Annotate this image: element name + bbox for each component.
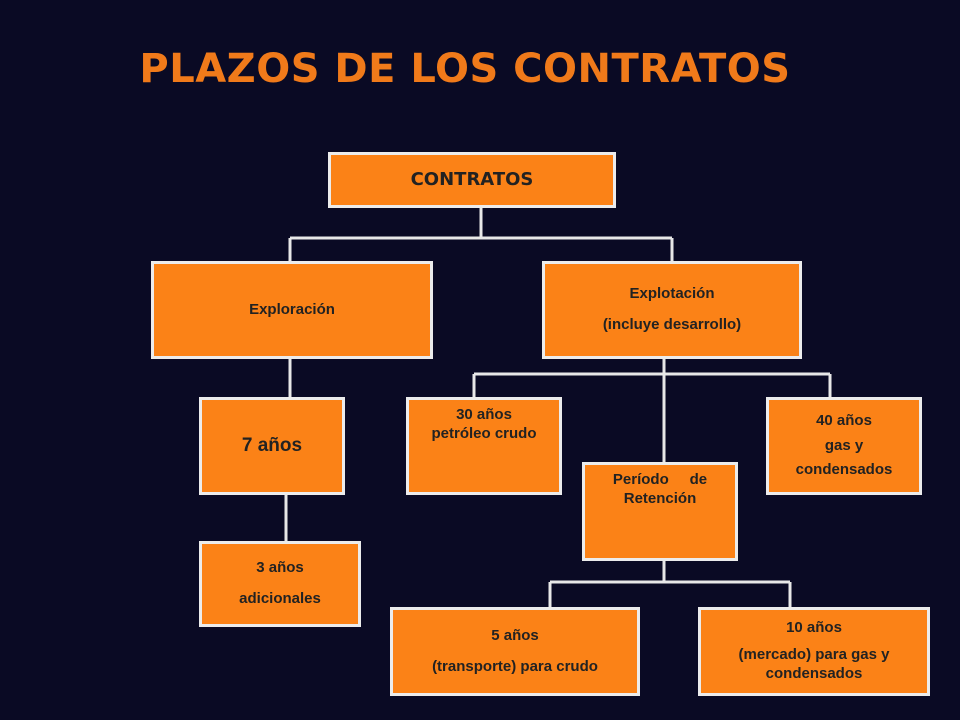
node-explotacion: Explotación (incluye desarrollo) — [542, 261, 802, 359]
node-3-anos-line-2: adicionales — [239, 590, 321, 607]
node-exploracion-label: Exploración — [249, 300, 335, 318]
node-5-anos-line-2: (transporte) para crudo — [432, 657, 598, 675]
node-40-anos: 40 años gas y condensados — [766, 397, 922, 495]
node-10-anos-line-2: (mercado) para gas y — [738, 646, 890, 664]
node-contratos-label: CONTRATOS — [410, 168, 534, 190]
node-explotacion-line-2: (incluye desarrollo) — [602, 316, 742, 333]
node-10-anos: 10 años (mercado) para gas y condensados — [698, 607, 930, 696]
node-40-anos-line-3: condensados — [795, 461, 893, 479]
node-40-anos-line-1: 40 años — [816, 411, 872, 429]
node-7-anos: 7 años — [199, 397, 345, 495]
page-title: PLAZOS DE LOS CONTRATOS — [139, 46, 791, 92]
node-exploracion: Exploración — [151, 261, 433, 359]
node-30-anos: 30 años petróleo crudo — [406, 397, 562, 495]
node-retencion-line-1: Período de — [612, 471, 708, 488]
node-30-anos-line-1: 30 años — [456, 406, 512, 423]
node-explotacion-line-1: Explotación — [629, 285, 715, 303]
node-retencion-line-2: Retención — [623, 489, 697, 507]
node-7-anos-label: 7 años — [241, 435, 303, 457]
node-retencion: Período de Retención — [582, 462, 738, 561]
node-3-anos-line-1: 3 años — [256, 559, 304, 577]
node-30-anos-line-2: petróleo crudo — [431, 424, 537, 442]
node-40-anos-line-2: gas y — [824, 436, 864, 454]
node-5-anos: 5 años (transporte) para crudo — [390, 607, 640, 696]
node-10-anos-line-1: 10 años — [786, 619, 842, 637]
node-3-anos: 3 años adicionales — [199, 541, 361, 627]
node-contratos: CONTRATOS — [328, 152, 616, 208]
node-5-anos-line-1: 5 años — [491, 626, 539, 644]
node-10-anos-line-3: condensados — [765, 664, 863, 682]
